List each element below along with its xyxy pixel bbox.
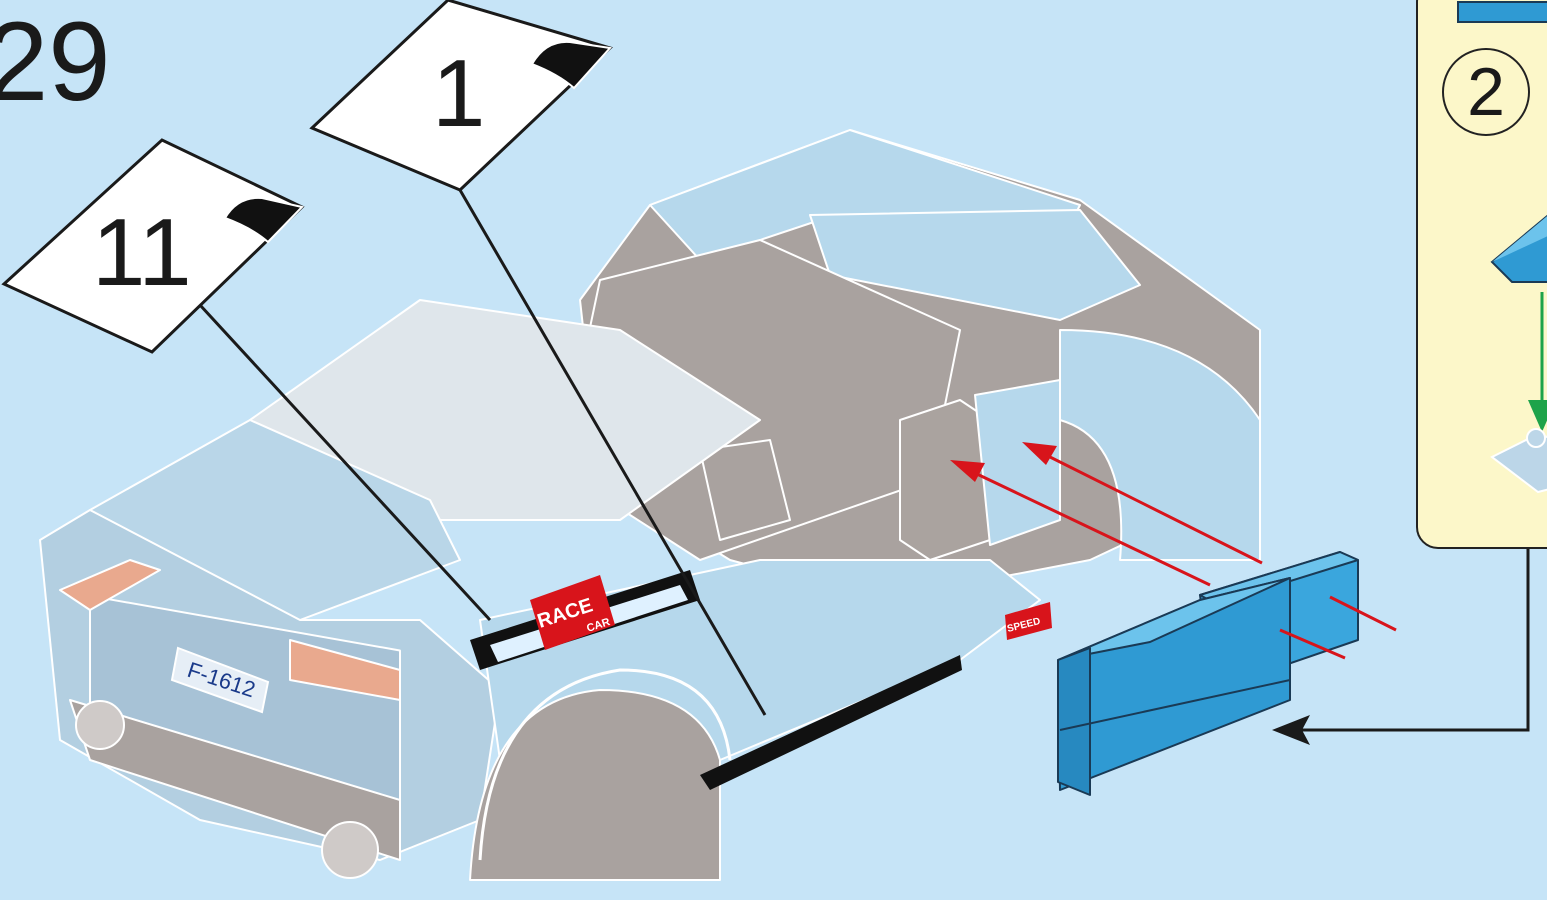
sticker-11-card	[4, 140, 302, 352]
step-number: 29	[0, 6, 111, 118]
sub-assembly-callout: 2	[1416, 0, 1547, 549]
sticker-1-card	[312, 0, 610, 190]
green-arrowhead-icon	[1528, 400, 1547, 432]
new-blue-part	[1058, 552, 1358, 795]
sub-assembly-parts	[1418, 0, 1547, 547]
